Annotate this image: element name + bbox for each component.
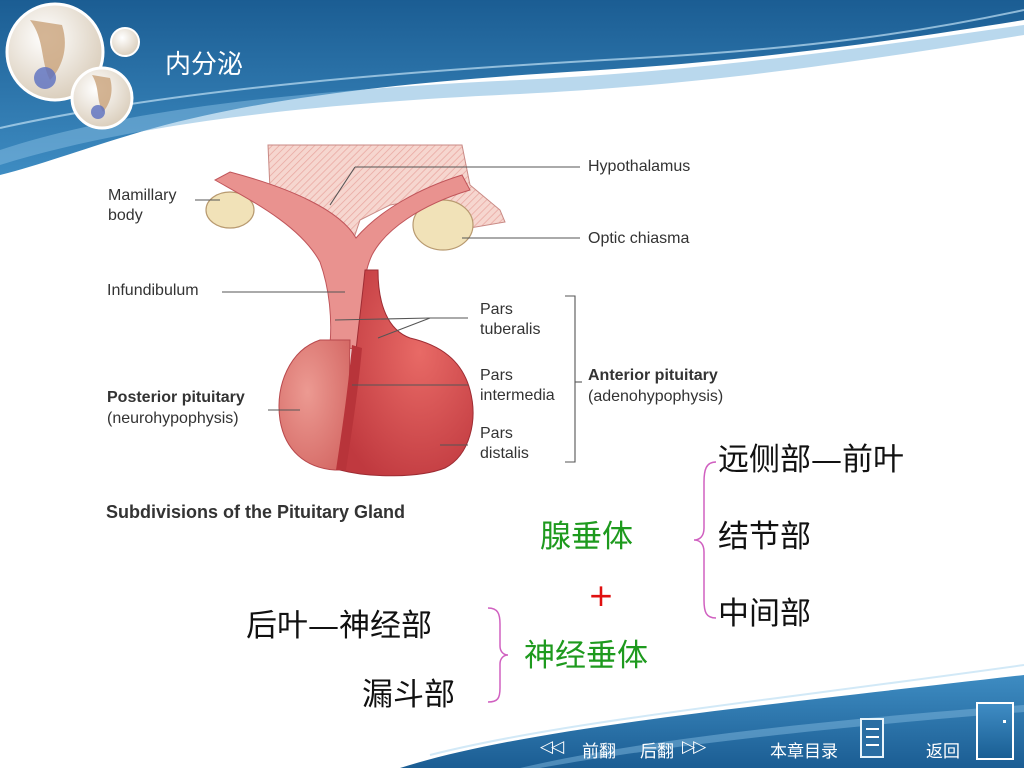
logo-circles-icon	[5, 2, 140, 130]
adeno-part-intermedia: 中间部	[718, 596, 811, 632]
exit-door-icon[interactable]	[976, 702, 1014, 760]
label-pars-distalis: Pars distalis	[480, 425, 529, 462]
adenohypophysis-term: 腺垂体	[540, 519, 633, 555]
next-arrows-icon[interactable]: ▷▷	[682, 737, 706, 757]
adeno-part-distalis: 远侧部—前叶	[718, 442, 904, 478]
label-anterior-pituitary: Anterior pituitary	[588, 367, 718, 384]
adeno-part-tuberalis: 结节部	[718, 519, 811, 555]
back-button[interactable]: 返回	[926, 742, 960, 762]
posterior-lobe	[278, 339, 351, 471]
label-mamillary-body: Mamillary body	[108, 187, 177, 224]
plus-sign: +	[588, 578, 614, 614]
neuro-part-posterior: 后叶—神经部	[246, 608, 432, 644]
prev-arrows-icon[interactable]: ◁◁	[540, 737, 564, 757]
pars-intermedia	[336, 345, 362, 470]
next-page-button[interactable]: 后翻	[640, 742, 674, 762]
neurohypophysis-term: 神经垂体	[524, 638, 648, 674]
label-pars-tuberalis: Pars tuberalis	[480, 301, 541, 338]
label-neurohypophysis: (neurohypophysis)	[107, 410, 239, 427]
brace-neuro	[487, 607, 509, 703]
diagram-caption: Subdivisions of the Pituitary Gland	[106, 502, 406, 522]
chapter-toc-button[interactable]: 本章目录	[770, 742, 838, 762]
menu-list-icon[interactable]	[860, 718, 884, 758]
brace-adeno	[693, 461, 717, 619]
label-infundibulum: Infundibulum	[107, 282, 199, 299]
header-banner	[0, 0, 1024, 175]
infundibulum-stalk	[213, 171, 471, 351]
label-pars-intermedia: Pars intermedia	[480, 367, 555, 404]
label-posterior-pituitary: Posterior pituitary	[107, 389, 245, 406]
prev-page-button[interactable]: 前翻	[582, 742, 616, 762]
slide-title: 内分泌	[165, 50, 244, 80]
label-optic-chiasma: Optic chiasma	[588, 230, 690, 247]
label-hypothalamus: Hypothalamus	[588, 158, 691, 175]
label-adenohypophysis: (adenohypophysis)	[588, 388, 724, 405]
neuro-part-infundibulum: 漏斗部	[362, 677, 455, 713]
mamillary-body	[205, 191, 255, 229]
